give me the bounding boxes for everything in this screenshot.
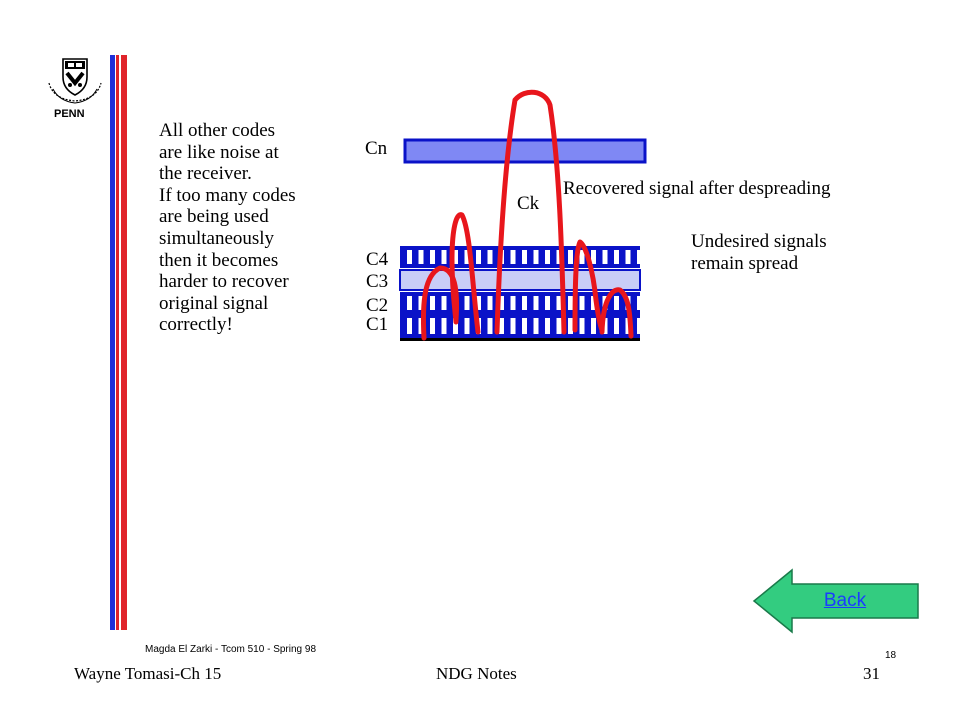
signal-curves (420, 89, 634, 341)
footer-center: NDG Notes (436, 664, 517, 683)
label-cn: Cn (365, 138, 388, 159)
side-lobe-curve (572, 239, 605, 333)
label-remain-spread: remain spread (691, 253, 799, 274)
c3-band (399, 269, 641, 291)
side-lobe-curve (599, 287, 634, 339)
penn-logo: PENN (45, 55, 105, 125)
text-line: are being used (159, 206, 269, 228)
text-line: correctly! (159, 314, 233, 336)
label-ck: Ck (517, 193, 540, 214)
label-c4: C4 (366, 249, 389, 270)
main-text-block: All other codes are like noise at the re… (159, 120, 349, 336)
back-link[interactable]: Back (823, 590, 867, 611)
c1-band (400, 314, 642, 338)
original-page-number: 18 (885, 650, 897, 661)
recovered-signal-curve (494, 89, 567, 335)
text-line: harder to recover (159, 271, 289, 293)
text-line: are like noise at (159, 141, 279, 163)
back-arrow-icon (752, 568, 919, 634)
c4-band (400, 246, 642, 268)
footer-left: Wayne Tomasi-Ch 15 (74, 664, 222, 683)
back-button[interactable] (752, 568, 922, 634)
text-line: simultaneously (159, 227, 275, 249)
label-c1: C1 (366, 314, 389, 335)
text-line: All other codes (159, 120, 276, 141)
text-line: original signal (159, 292, 269, 314)
border-stripe-blue (110, 55, 115, 630)
text-line: If too many codes (159, 184, 296, 206)
band-baseline (400, 338, 640, 341)
text-line: the receiver. (159, 163, 252, 185)
label-c2: C2 (366, 295, 389, 316)
side-lobe-curve (449, 212, 481, 335)
logo-label: PENN (54, 108, 85, 120)
label-recovered-signal: Recovered signal after despreading (563, 178, 831, 199)
credit-text: Magda El Zarki - Tcom 510 - Spring 98 (145, 644, 317, 655)
side-lobe-curve (420, 265, 460, 341)
label-c3: C3 (366, 271, 389, 292)
page-number: 31 (863, 664, 880, 683)
border-stripe-red-left (116, 55, 119, 630)
label-undesired-signals: Undesired signals (691, 231, 827, 252)
border-stripe-red (121, 55, 127, 630)
text-line: then it becomes (159, 249, 279, 271)
cn-band (403, 138, 647, 164)
